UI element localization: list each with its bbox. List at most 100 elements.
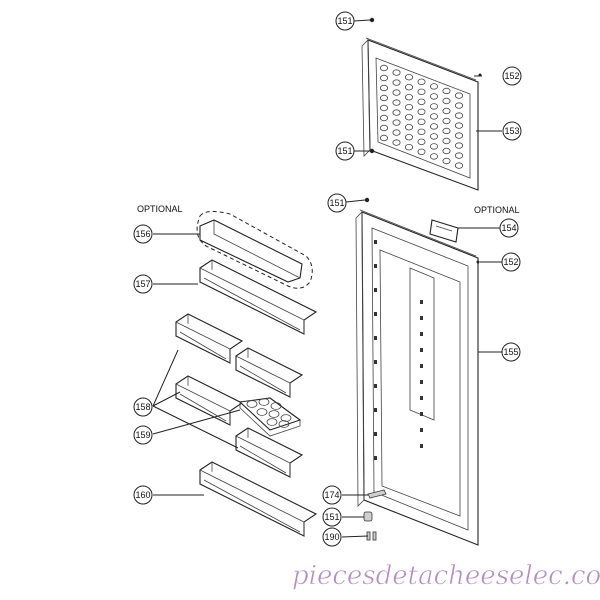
gasket-marker-152-door bbox=[476, 260, 480, 264]
door-grid-holes bbox=[379, 64, 463, 169]
screw-190 bbox=[366, 531, 377, 541]
grid-hole bbox=[379, 124, 388, 132]
screw-151-b bbox=[369, 148, 375, 154]
svg-text:154: 154 bbox=[501, 223, 516, 233]
grid-hole bbox=[429, 123, 438, 130]
screw-151-a bbox=[369, 17, 375, 23]
optional-part-154 bbox=[429, 219, 459, 243]
svg-text:160: 160 bbox=[135, 490, 150, 500]
svg-text:152: 152 bbox=[503, 257, 518, 267]
egg-cup bbox=[270, 402, 282, 410]
egg-tray-159 bbox=[238, 397, 302, 437]
grid-hole bbox=[392, 89, 401, 96]
side-hole bbox=[374, 408, 377, 412]
grid-hole bbox=[392, 69, 401, 76]
door-bin-158-b bbox=[235, 347, 304, 398]
grid-hole bbox=[429, 93, 438, 100]
egg-cup bbox=[246, 400, 258, 408]
grid-hole bbox=[442, 157, 451, 165]
grid-hole bbox=[417, 128, 426, 135]
callout-156: 156 bbox=[133, 224, 153, 244]
grid-hole bbox=[442, 137, 451, 145]
grid-hole bbox=[429, 133, 438, 140]
grid-hole bbox=[429, 113, 438, 120]
watermark-text: piecesdetacheeselec.com bbox=[292, 561, 600, 591]
grid-hole bbox=[417, 108, 426, 115]
grid-hole bbox=[442, 87, 451, 95]
callout-154: 154 bbox=[499, 218, 519, 238]
center-hole bbox=[420, 316, 423, 320]
side-hole bbox=[374, 288, 377, 292]
grid-hole bbox=[442, 117, 451, 125]
grid-hole bbox=[379, 74, 388, 82]
grid-hole bbox=[404, 143, 413, 151]
egg-cup bbox=[256, 408, 268, 416]
callout-151-b: 151 bbox=[335, 141, 355, 161]
svg-text:158: 158 bbox=[135, 402, 150, 412]
fridge-door-155 bbox=[355, 209, 479, 546]
grid-hole bbox=[429, 143, 438, 150]
grid-hole bbox=[417, 118, 426, 125]
grid-hole bbox=[379, 134, 388, 142]
hinge-pin-174 bbox=[367, 489, 387, 499]
grid-hole bbox=[379, 84, 388, 92]
callout-190: 190 bbox=[322, 527, 342, 547]
grid-hole bbox=[417, 138, 426, 145]
grid-hole bbox=[392, 109, 401, 116]
grid-hole bbox=[379, 64, 388, 72]
bushing-151 bbox=[363, 511, 373, 522]
callout-174: 174 bbox=[322, 485, 342, 505]
egg-cup bbox=[280, 414, 292, 422]
callout-157: 157 bbox=[133, 274, 153, 294]
grid-hole bbox=[442, 147, 451, 155]
grid-hole bbox=[379, 114, 388, 122]
optional-label-left: OPTIONAL bbox=[137, 204, 183, 214]
grid-hole bbox=[404, 73, 413, 81]
grid-hole bbox=[404, 113, 413, 121]
center-hole bbox=[420, 348, 423, 352]
grid-hole bbox=[454, 162, 463, 169]
side-hole bbox=[374, 336, 377, 340]
svg-text:190: 190 bbox=[324, 532, 339, 542]
center-hole bbox=[420, 396, 423, 400]
grid-hole bbox=[454, 122, 463, 129]
svg-text:151: 151 bbox=[337, 146, 352, 156]
grid-hole bbox=[429, 83, 438, 90]
grid-hole bbox=[454, 92, 463, 99]
grid-hole bbox=[392, 99, 401, 106]
grid-hole bbox=[379, 94, 388, 102]
grid-hole bbox=[417, 78, 426, 85]
grid-hole bbox=[442, 127, 451, 135]
callout-159: 159 bbox=[133, 425, 153, 445]
grid-hole bbox=[392, 129, 401, 136]
svg-text:151: 151 bbox=[324, 512, 339, 522]
center-hole bbox=[420, 412, 423, 416]
grid-hole bbox=[442, 97, 451, 105]
leader-lines bbox=[152, 19, 502, 538]
callout-152-b: 152 bbox=[501, 252, 521, 272]
grid-hole bbox=[442, 107, 451, 115]
egg-cup bbox=[278, 420, 290, 428]
side-hole bbox=[374, 432, 377, 436]
grid-hole bbox=[454, 132, 463, 139]
grid-hole bbox=[454, 152, 463, 159]
callout-151-c: 151 bbox=[327, 193, 347, 213]
optional-label-right: OPTIONAL bbox=[474, 205, 520, 215]
door-bin-158-a bbox=[175, 313, 244, 364]
callout-153: 153 bbox=[502, 121, 522, 141]
svg-text:152: 152 bbox=[504, 71, 519, 81]
svg-text:156: 156 bbox=[135, 229, 150, 239]
grid-hole bbox=[429, 103, 438, 110]
freezer-door-153 bbox=[361, 37, 479, 191]
grid-hole bbox=[392, 139, 401, 146]
center-hole bbox=[420, 364, 423, 368]
grid-hole bbox=[404, 93, 413, 101]
door-bin-157 bbox=[199, 259, 318, 335]
grid-hole bbox=[404, 133, 413, 141]
door-bin-158-c bbox=[175, 375, 244, 426]
grid-hole bbox=[429, 153, 438, 160]
grid-hole bbox=[417, 148, 426, 155]
optional-cover-156 bbox=[196, 210, 313, 289]
